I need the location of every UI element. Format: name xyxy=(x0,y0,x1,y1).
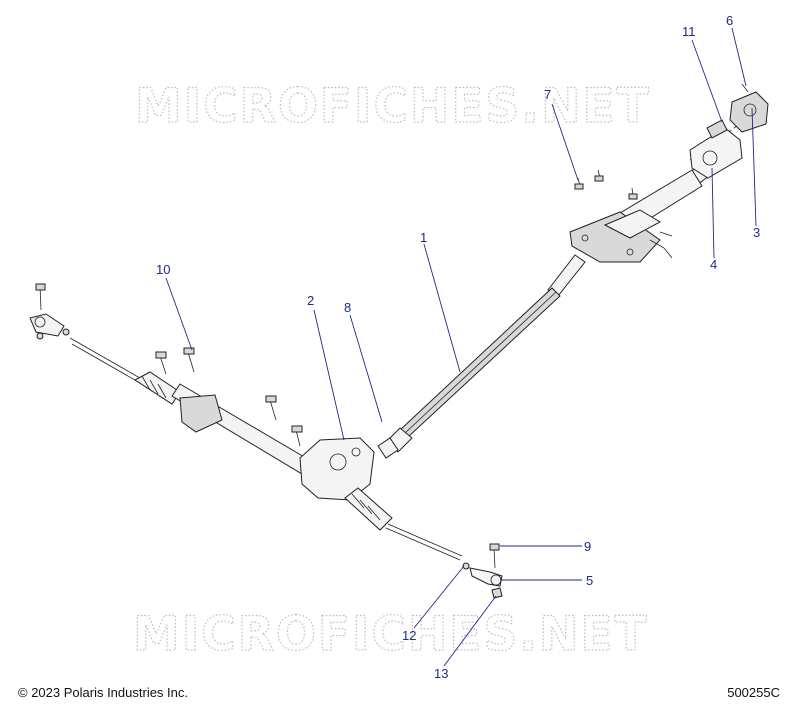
tie-rod-end-right xyxy=(462,543,503,599)
callout-11[interactable]: 11 xyxy=(682,24,696,39)
copyright-text: © 2023 Polaris Industries Inc. xyxy=(18,685,188,700)
leader-lines xyxy=(165,27,757,667)
callout-10[interactable]: 10 xyxy=(156,262,170,277)
callout-9[interactable]: 9 xyxy=(584,539,591,554)
callout-2[interactable]: 2 xyxy=(307,293,314,308)
callout-3[interactable]: 3 xyxy=(753,225,760,240)
watermark-bottom: MICROFICHES.NET xyxy=(133,607,649,662)
intermediate-shaft xyxy=(377,254,586,459)
steering-rack xyxy=(69,337,463,561)
callout-4[interactable]: 4 xyxy=(710,257,717,272)
callout-8[interactable]: 8 xyxy=(344,300,351,315)
callout-5[interactable]: 5 xyxy=(586,573,593,588)
tie-rod-end-left xyxy=(29,283,70,340)
document-number: 500255C xyxy=(727,685,780,700)
watermark-top: MICROFICHES.NET xyxy=(135,79,651,134)
callout-7[interactable]: 7 xyxy=(544,87,551,102)
callout-1[interactable]: 1 xyxy=(420,230,427,245)
callout-6[interactable]: 6 xyxy=(726,13,733,28)
steering-column-upper xyxy=(569,83,769,263)
callout-12[interactable]: 12 xyxy=(402,628,416,643)
callout-13[interactable]: 13 xyxy=(434,666,448,681)
